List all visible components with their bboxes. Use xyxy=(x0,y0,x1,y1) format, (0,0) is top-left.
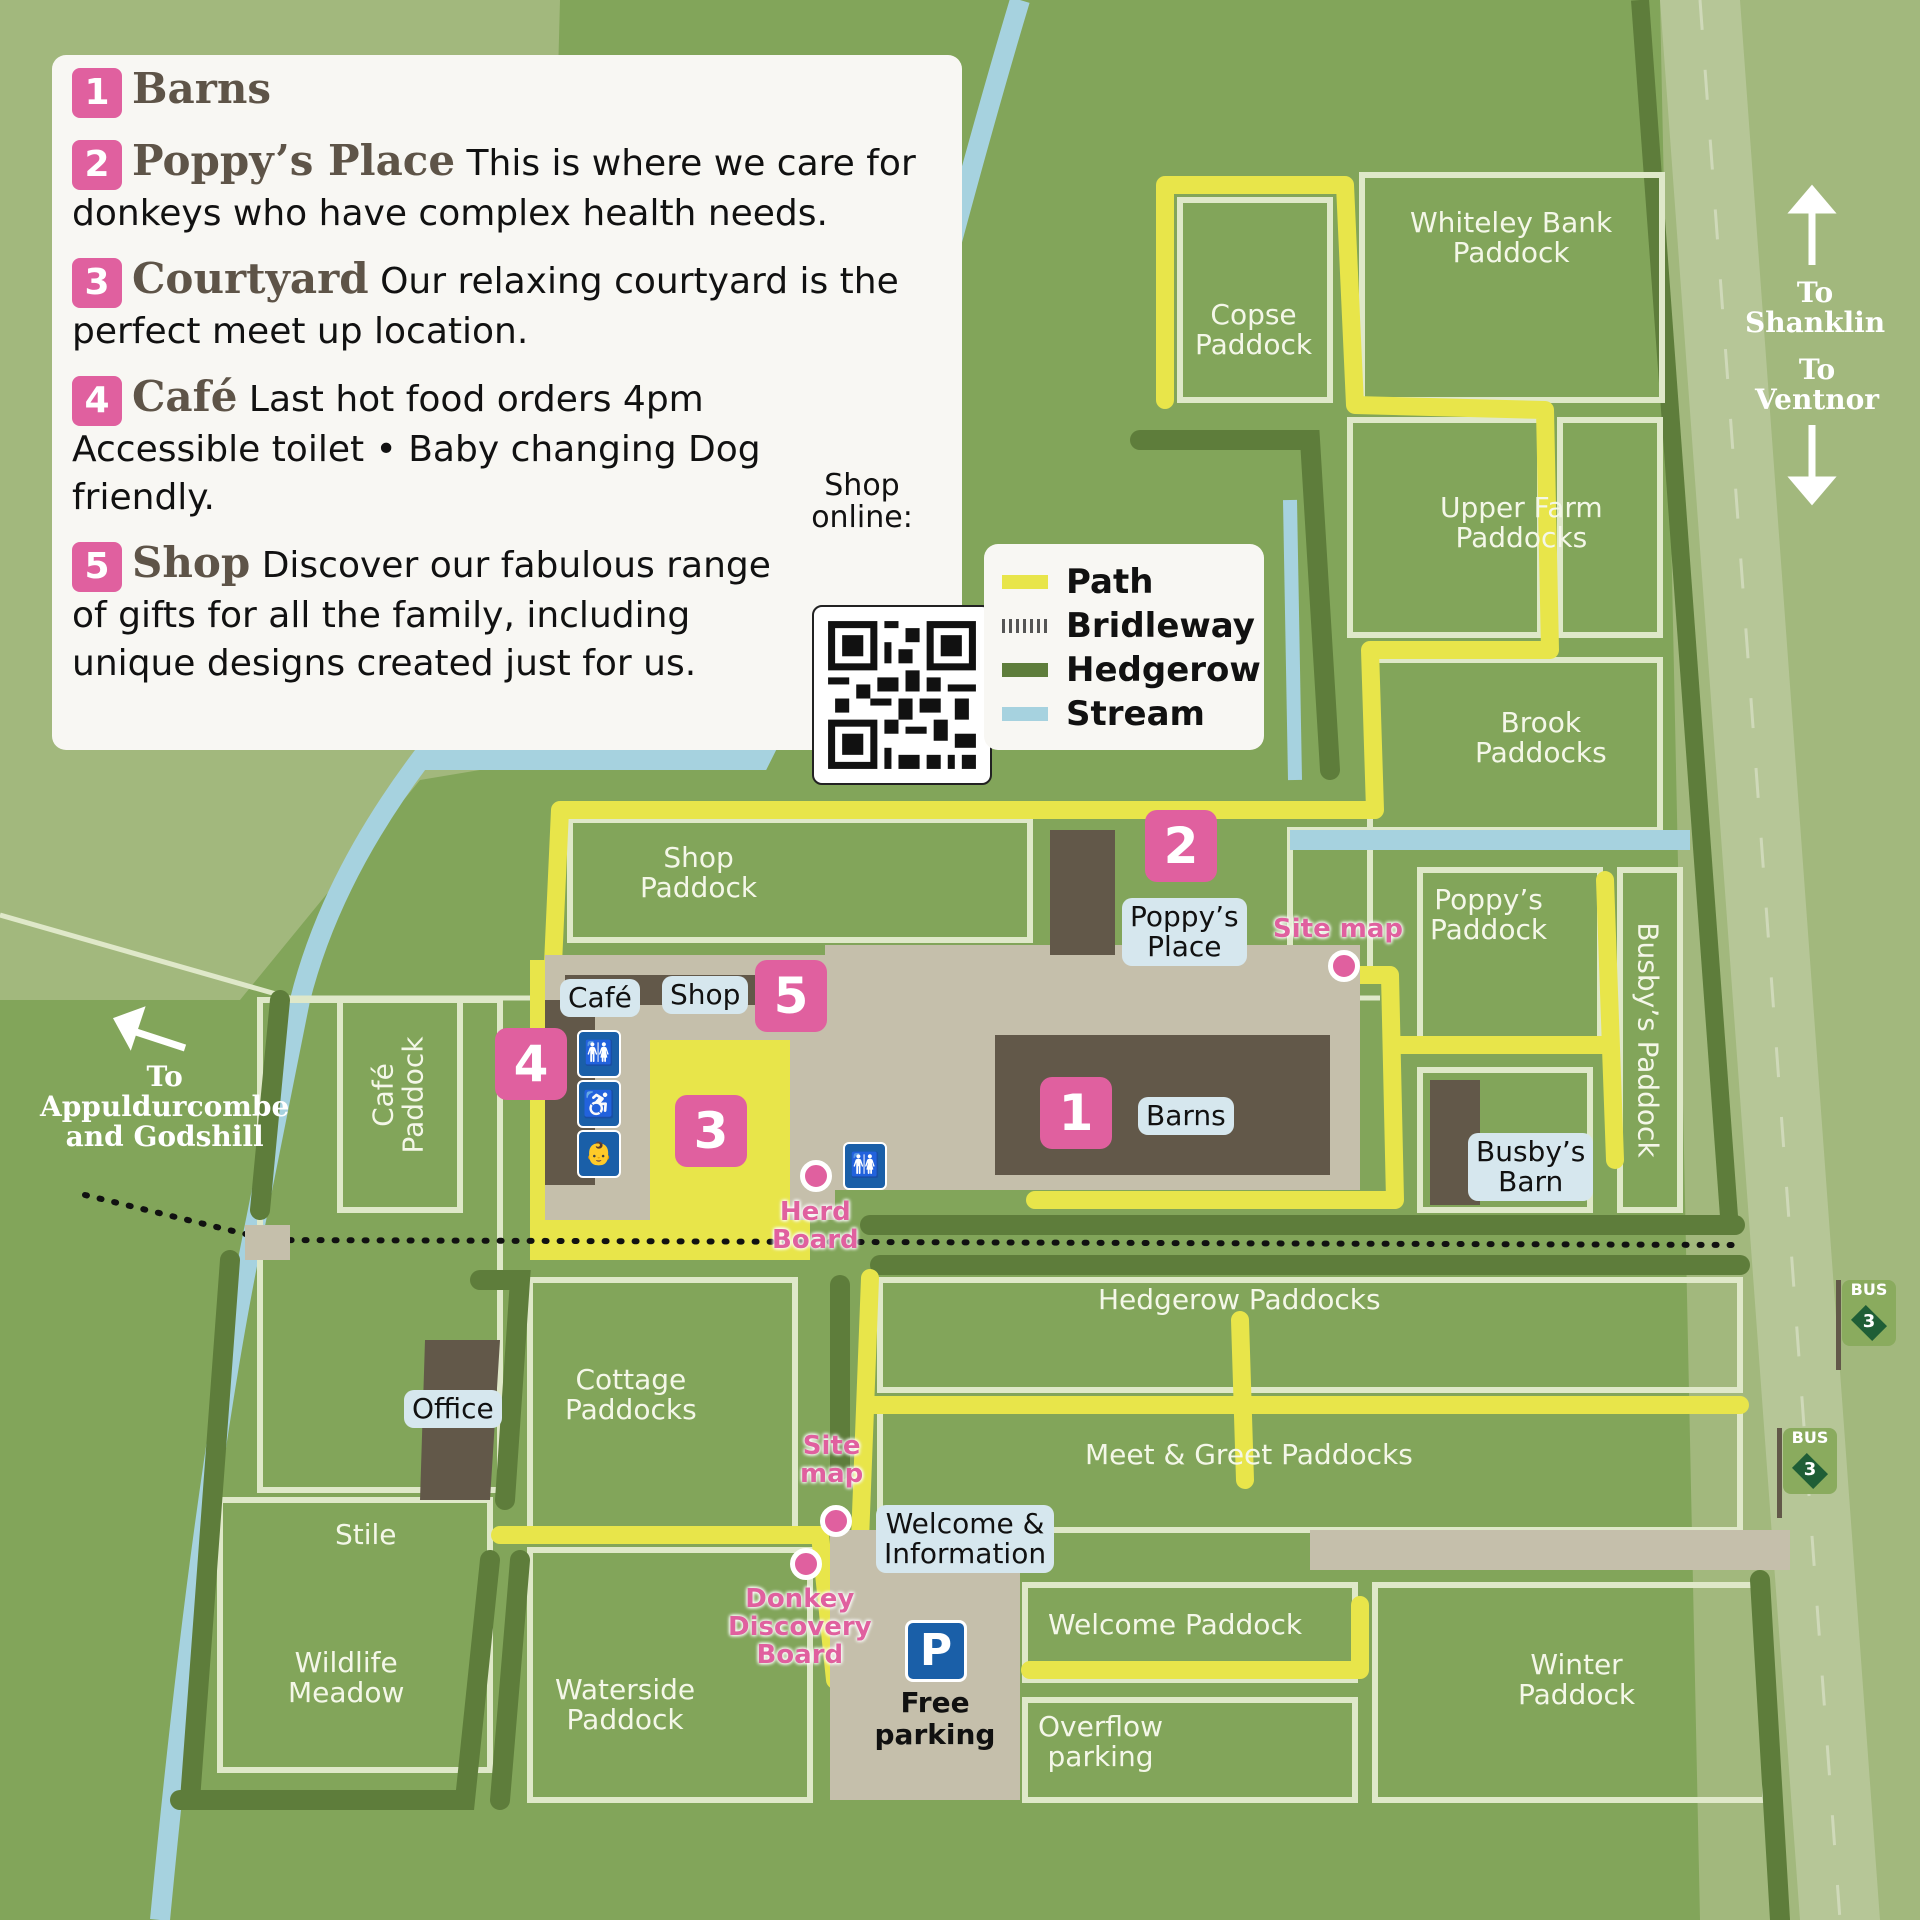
badge-5: 5 xyxy=(72,542,122,592)
baby-changing-icon: 👶 xyxy=(577,1130,621,1178)
marker-4-cafe[interactable]: 4 xyxy=(495,1028,567,1100)
shop-online-label: Shop online: xyxy=(811,468,913,535)
paddock-waterside: Waterside Paddock xyxy=(555,1673,696,1736)
bus-stop-pole xyxy=(1836,1280,1841,1370)
cafe-tag: Café xyxy=(560,979,640,1017)
qr-code-icon xyxy=(828,621,976,769)
badge-3: 3 xyxy=(72,258,122,308)
paddock-cottage: Cottage Paddocks xyxy=(565,1363,697,1426)
marker-3-courtyard[interactable]: 3 xyxy=(675,1095,747,1167)
welcome-information-tag: Welcome & Information xyxy=(876,1505,1055,1573)
herd-board-label: Herd Board xyxy=(772,1197,859,1255)
site-map-dot-north[interactable] xyxy=(1328,950,1360,982)
parking-icon: P xyxy=(905,1620,967,1682)
path-swatch-icon xyxy=(1002,575,1048,589)
bus-stop-pole xyxy=(1777,1428,1782,1518)
overflow-parking-label: Overflow parking xyxy=(1038,1710,1164,1773)
badge-2: 2 xyxy=(72,140,122,190)
office-tag: Office xyxy=(404,1390,502,1428)
paddock-cafe: Café Paddock xyxy=(366,1036,430,1154)
bridleway-swatch-icon xyxy=(1002,619,1048,633)
herd-board-dot[interactable] xyxy=(800,1160,832,1192)
badge-1: 1 xyxy=(72,68,122,118)
legend-hedgerow: Hedgerow xyxy=(1002,650,1261,690)
paddock-brook: Brook Paddocks xyxy=(1475,706,1607,769)
toilets-icon: 🚻 xyxy=(577,1030,621,1078)
stream-swatch-icon xyxy=(1002,707,1048,721)
paddock-meet-greet: Meet & Greet Paddocks xyxy=(1085,1438,1413,1471)
direction-ventnor: To Ventnor xyxy=(1755,353,1880,416)
free-parking-label: Free parking xyxy=(874,1686,996,1751)
paddock-busbys: Busby’s Paddock xyxy=(1631,922,1665,1158)
shop-tag: Shop xyxy=(662,976,749,1014)
site-map-label-south: Site map xyxy=(800,1431,864,1489)
paddock-shop: Shop Paddock xyxy=(640,841,758,904)
paddock-welcome: Welcome Paddock xyxy=(1048,1608,1303,1641)
paddock-wildlife-meadow: Wildlife Meadow xyxy=(288,1646,405,1709)
hedgerow-swatch-icon xyxy=(1002,663,1048,677)
legend-path: Path xyxy=(1002,562,1153,602)
marker-5-shop[interactable]: 5 xyxy=(755,960,827,1032)
paddock-poppys: Poppy’s Paddock xyxy=(1430,883,1548,946)
legend-stream: Stream xyxy=(1002,694,1205,734)
legend-bridleway: Bridleway xyxy=(1002,606,1255,646)
stile-label: Stile xyxy=(335,1518,397,1551)
toilets-icon-2: 🚻 xyxy=(843,1142,887,1190)
paddock-whiteley-bank: Whiteley Bank Paddock xyxy=(1410,206,1613,269)
poppys-place-tag: Poppy’s Place xyxy=(1122,898,1247,966)
direction-shanklin: To Shanklin xyxy=(1745,276,1886,339)
shop-qr-code[interactable] xyxy=(812,605,992,785)
paddock-hedgerow: Hedgerow Paddocks xyxy=(1098,1283,1381,1316)
paddock-upper-farm: Upper Farm Paddocks xyxy=(1440,491,1603,554)
site-map-dot-south[interactable] xyxy=(820,1505,852,1537)
marker-1-barns[interactable]: 1 xyxy=(1040,1077,1112,1149)
accessible-toilet-icon: ♿ xyxy=(577,1080,621,1128)
barns-tag: Barns xyxy=(1138,1097,1234,1135)
site-map-label-north: Site map xyxy=(1273,914,1403,944)
busbys-barn-tag: Busby’s Barn xyxy=(1468,1133,1594,1201)
marker-2-poppys-place[interactable]: 2 xyxy=(1145,810,1217,882)
paddock-copse: Copse Paddock xyxy=(1195,298,1313,361)
direction-appuldurcombe: To Appuldurcombe and Godshill xyxy=(40,1060,290,1153)
donkey-discovery-board-label: Donkey Discovery Board xyxy=(728,1584,872,1670)
map-legend: Path Bridleway Hedgerow Stream xyxy=(984,544,1264,750)
badge-4: 4 xyxy=(72,376,122,426)
paddock-winter: Winter Paddock xyxy=(1518,1648,1636,1711)
discovery-board-dot[interactable] xyxy=(790,1548,822,1580)
